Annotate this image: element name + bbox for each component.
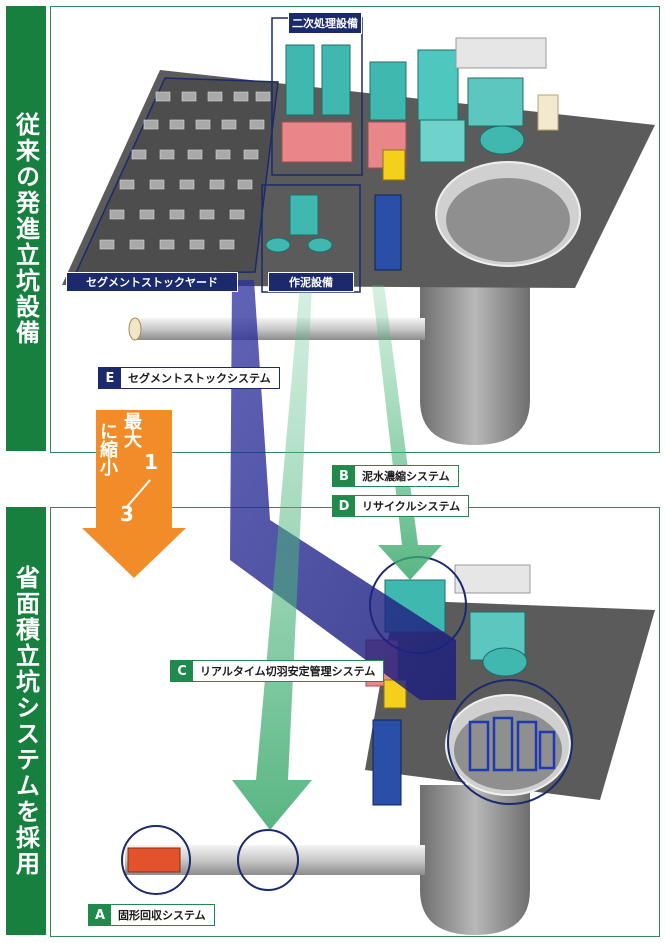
label-d-text: リサイクルシステム [362,500,461,513]
side-label-top-text: 従来の発進立坑設備 [11,111,40,346]
tag-secondary-text: 二次処理設備 [292,17,358,30]
letter-a: A [89,905,111,925]
label-c-text: リアルタイム切羽安定管理システム [200,665,376,678]
plant-equipment-top [367,37,559,169]
tag-mud-making: 作泥設備 [268,272,354,292]
reduction-arrow: 最大 に縮小 1 3 [82,410,186,578]
reduction-fraction-num: 1 [144,450,158,474]
focus-circle-shaft [447,679,573,805]
filter-press-2 [321,44,351,116]
label-b-text: 泥水濃縮システム [362,470,450,483]
segment-stock-yard-top [73,77,279,276]
tag-segment-yard: セグメントストックヤード [66,272,238,292]
tag-segment-yard-text: セグメントストックヤード [86,276,218,289]
mud-tower [289,194,319,236]
reduction-line2: に縮小 [97,422,118,476]
label-system-d: D リサイクルシステム [332,495,470,517]
dump-truck-top [374,194,402,271]
label-system-e: E セグメントストックシステム [98,367,280,389]
letter-c: C [171,661,193,681]
pink-tank-top [281,121,353,163]
shaft-bottom [420,785,530,935]
reduction-fraction-den: 3 [120,502,134,526]
label-system-a: A 固形回収システム [88,904,215,926]
letter-e: E [99,368,121,388]
label-system-b: B 泥水濃縮システム [332,465,459,487]
label-a-text: 固形回収システム [118,909,206,922]
mud-tank-2 [307,237,333,253]
reduction-arrow-shape [82,410,186,578]
mud-area-box [261,184,361,293]
label-e-text: セグメントストックシステム [128,372,271,385]
excavator-top [382,149,406,181]
filter-press-1 [285,44,315,116]
reduction-line1: 最大 [121,412,142,448]
shaft-inner-top [446,178,570,262]
tunnel-face-top [128,317,142,341]
focus-circle-shield [121,825,191,895]
side-label-bottom: 省面積立坑システムを採用 [6,507,46,935]
shaft-top [420,275,530,445]
side-label-top: 従来の発進立坑設備 [6,6,46,451]
letter-d: D [333,496,355,516]
label-system-c: C リアルタイム切羽安定管理システム [170,660,385,682]
letter-b: B [333,466,355,486]
tunnel-tube-top [135,318,425,340]
mud-tank-1 [265,237,291,253]
dump-truck-bottom [372,719,402,806]
tag-mud-text: 作泥設備 [289,276,333,289]
shield-machine [127,847,181,873]
conventional-scene [62,17,655,445]
segment-stock-rack [468,716,556,772]
tag-secondary-treatment: 二次処理設備 [288,12,362,34]
side-label-bottom-text: 省面積立坑システムを採用 [11,565,40,877]
arrow-bd-plant [372,285,442,580]
focus-circle-tube [237,829,299,891]
arrow-c-tunnel [232,285,312,830]
